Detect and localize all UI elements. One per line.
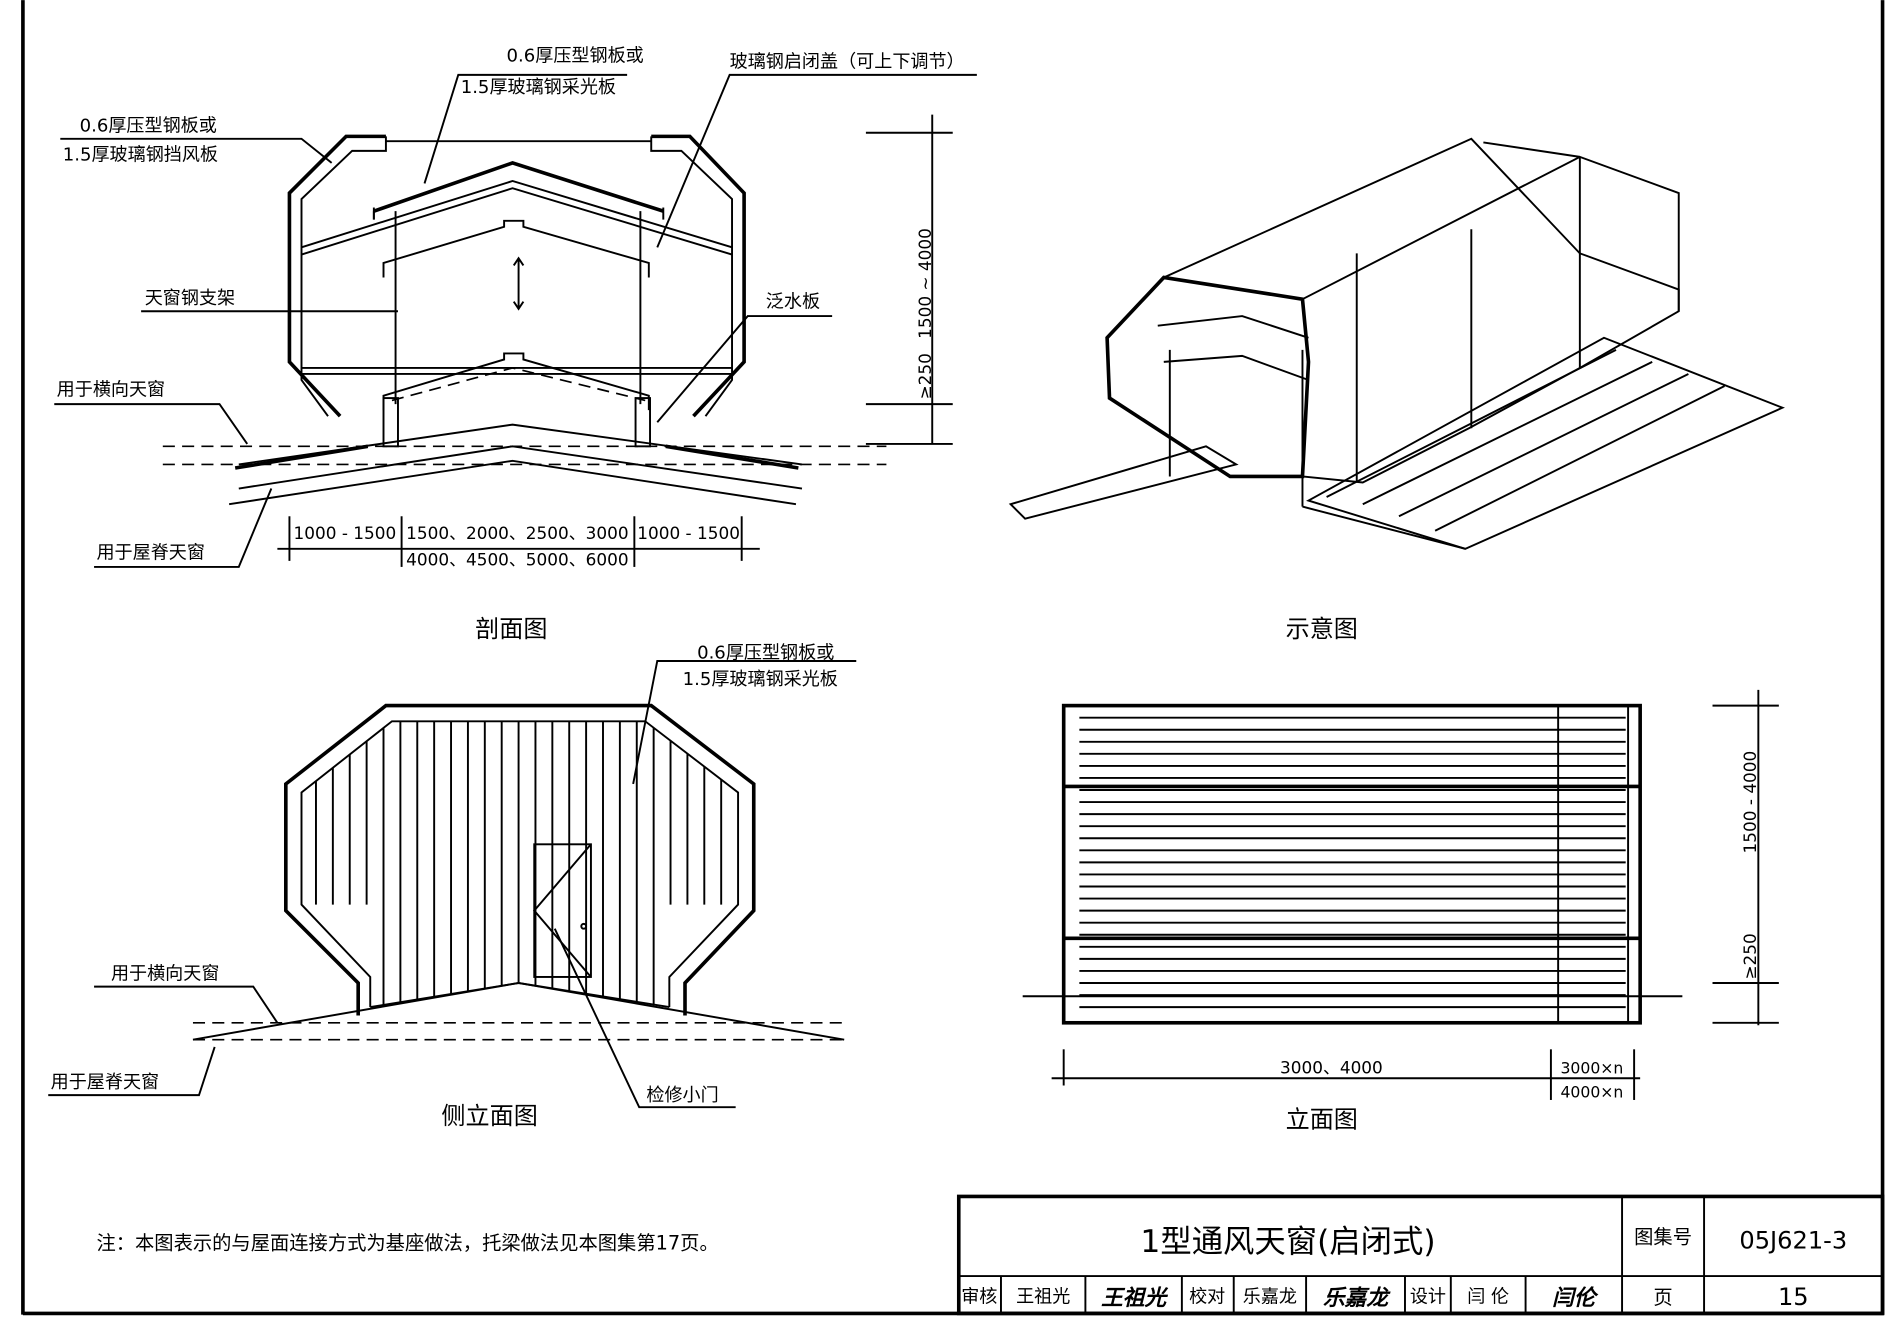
section-drawing <box>54 73 977 568</box>
section-dim-base: ≥250 <box>915 353 935 399</box>
designer-signature: 闫伦 <box>1552 1286 1599 1311</box>
page-number: 15 <box>1778 1283 1809 1311</box>
elevation-dim-n1: 3000×n <box>1560 1058 1623 1077</box>
section-dim-side-left: 1000 - 1500 <box>294 523 397 543</box>
section-dim-middle-1: 1500、2000、2500、3000 <box>406 523 628 543</box>
section-label-transverse: 用于横向天窗 <box>57 380 165 401</box>
designer-name: 闫 伦 <box>1467 1287 1509 1308</box>
section-label-top-1: 0.6厚压型钢板或 <box>507 46 644 67</box>
side-label-ridge: 用于屋脊天窗 <box>51 1072 159 1093</box>
atlas-label: 图集号 <box>1634 1225 1692 1248</box>
elevation-drawing <box>1022 689 1779 1100</box>
atlas-number: 05J621-3 <box>1739 1226 1847 1254</box>
section-label-left-2: 1.5厚玻璃钢挡风板 <box>63 144 218 165</box>
reviewer-name: 王祖光 <box>1016 1287 1070 1308</box>
perspective-drawing <box>1008 137 1785 550</box>
checker-name: 乐嘉龙 <box>1243 1287 1297 1308</box>
section-label-left-1: 0.6厚压型钢板或 <box>80 116 217 137</box>
elevation-dim-height: 1500 - 4000 <box>1740 751 1760 854</box>
elevation-title: 立面图 <box>1286 1106 1358 1134</box>
note-text: 注：本图表示的与屋面连接方式为基座做法，托梁做法见本图集第17页。 <box>96 1232 718 1255</box>
section-label-frame: 天窗钢支架 <box>145 288 235 309</box>
side-label-door: 检修小门 <box>646 1085 718 1106</box>
checker-signature: 乐嘉龙 <box>1323 1286 1391 1311</box>
reviewer-signature: 王祖光 <box>1101 1286 1168 1311</box>
elevation-dim-n2: 4000×n <box>1560 1083 1623 1102</box>
side-label-transverse: 用于横向天窗 <box>111 963 219 984</box>
side-elevation-title: 侧立面图 <box>441 1102 537 1130</box>
check-label: 校对 <box>1189 1287 1225 1308</box>
side-label-panel-2: 1.5厚玻璃钢采光板 <box>683 669 838 690</box>
elevation-dim-base: ≥250 <box>1740 933 1760 979</box>
side-elevation-drawing <box>48 660 857 1109</box>
section-label-ridge: 用于屋脊天窗 <box>96 542 204 563</box>
section-title: 剖面图 <box>475 615 547 643</box>
perspective-title: 示意图 <box>1286 615 1358 643</box>
elevation-dim-width: 3000、4000 <box>1280 1057 1383 1077</box>
design-label: 设计 <box>1410 1287 1446 1308</box>
side-label-panel-1: 0.6厚压型钢板或 <box>697 643 834 664</box>
page-label: 页 <box>1653 1286 1672 1309</box>
section-label-cover: 玻璃钢启闭盖（可上下调节） <box>730 52 965 73</box>
section-dim-side-right: 1000 - 1500 <box>637 523 740 543</box>
review-label: 审核 <box>961 1287 997 1308</box>
section-dim-middle-2: 4000、4500、5000、6000 <box>406 550 628 570</box>
section-dim-height: 1500 ~ 4000 <box>915 228 935 339</box>
section-label-top-2: 1.5厚玻璃钢采光板 <box>461 77 616 98</box>
drawing-title: 1型通风天窗(启闭式) <box>1140 1224 1435 1260</box>
section-label-flashing: 泛水板 <box>766 292 820 313</box>
access-door <box>533 843 592 978</box>
title-block <box>956 1194 1885 1316</box>
